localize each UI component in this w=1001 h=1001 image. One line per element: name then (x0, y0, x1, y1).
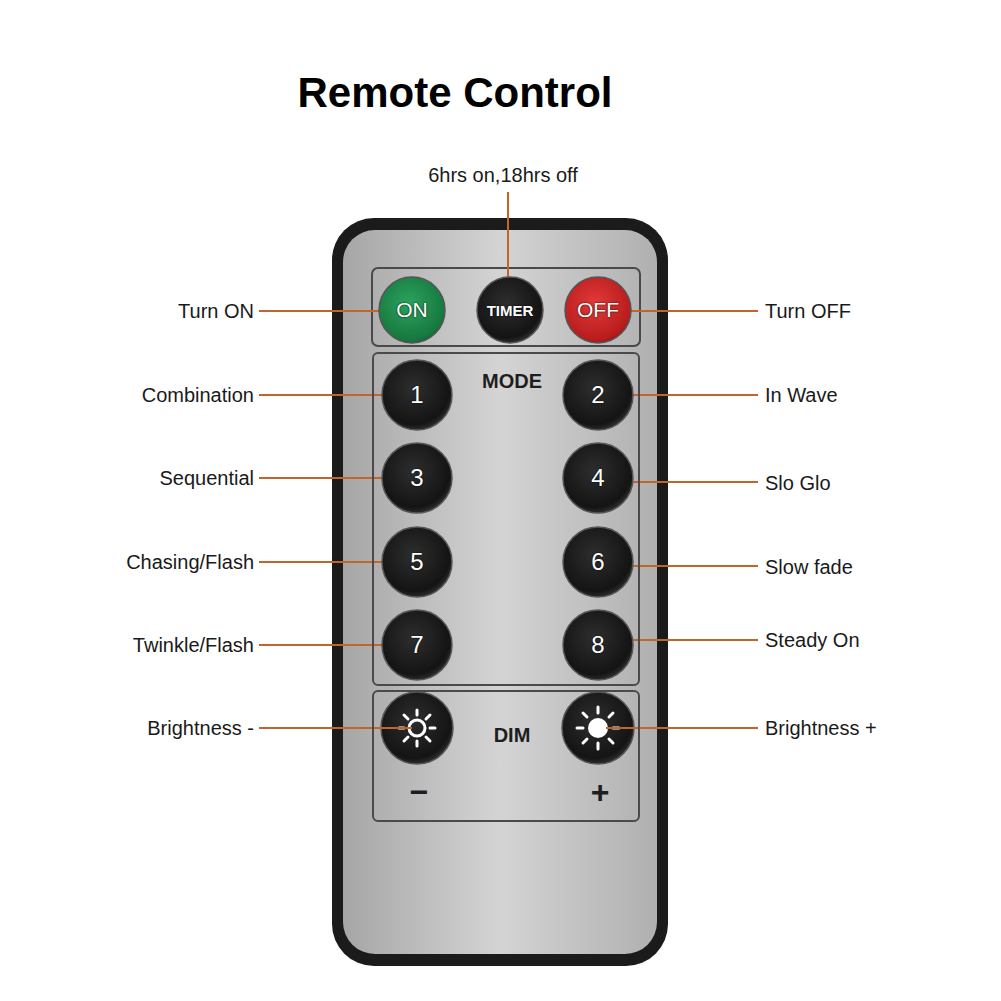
button-label: 8 (591, 631, 604, 659)
button-label: OFF (577, 298, 619, 322)
leader-line (259, 477, 402, 479)
function-label: Slo Glo (765, 471, 831, 495)
mode-button: 7 (381, 609, 453, 681)
mode-button: 8 (562, 609, 634, 681)
off-button: OFF (564, 276, 632, 344)
mode-button: 6 (562, 526, 634, 598)
button-label: 7 (410, 631, 423, 659)
mode-button: 1 (381, 359, 453, 431)
function-label: Turn ON (178, 299, 254, 323)
mode-panel: MODE 1 2 3 4 5 6 7 8 (372, 352, 640, 686)
leader-line (259, 644, 402, 646)
dim-sign: + (591, 776, 610, 808)
function-label: Chasing/Flash (126, 550, 254, 574)
function-label: Sequential (159, 466, 254, 490)
leader-line (613, 565, 758, 567)
function-label: Brightness + (765, 716, 877, 740)
panel-heading: MODE (482, 371, 542, 391)
button-label: ON (396, 298, 428, 322)
mode-button: 5 (381, 526, 453, 598)
function-label: 6hrs on,18hrs off (428, 163, 578, 187)
remote-face (343, 230, 657, 954)
on-button: ON (378, 276, 446, 344)
dim-panel: DIM − + (372, 690, 640, 822)
button-label: 2 (591, 381, 604, 409)
function-label: Brightness - (147, 716, 254, 740)
dim-sign: − (410, 776, 429, 808)
leader-line (259, 394, 402, 396)
mode-button: 3 (381, 442, 453, 514)
mode-button: 4 (562, 442, 634, 514)
leader-line (613, 639, 758, 641)
leader-line (625, 310, 758, 312)
button-label: 5 (410, 548, 423, 576)
button-label: 1 (410, 381, 423, 409)
leader-line (613, 481, 758, 483)
remote-casing (332, 218, 668, 966)
button-label: 4 (591, 464, 604, 492)
top-panel (372, 268, 640, 346)
button-label: 6 (591, 548, 604, 576)
leader-line (613, 394, 758, 396)
leader-line (259, 310, 389, 312)
button-label: TIMER (487, 302, 534, 319)
panel-heading: DIM (494, 725, 531, 745)
function-label: Steady On (765, 628, 860, 652)
function-label: Combination (142, 383, 254, 407)
mode-button: 2 (562, 359, 634, 431)
leader-line (259, 727, 412, 729)
function-label: Twinkle/Flash (133, 633, 254, 657)
button-label: 3 (410, 464, 423, 492)
title: Remote Control (298, 68, 613, 118)
leader-lines (259, 192, 758, 728)
function-label: Turn OFF (765, 299, 851, 323)
function-label: Slow fade (765, 555, 853, 579)
leader-line (606, 727, 758, 729)
function-label: In Wave (765, 383, 838, 407)
timer-button: TIMER (476, 276, 544, 344)
leader-line (259, 561, 402, 563)
